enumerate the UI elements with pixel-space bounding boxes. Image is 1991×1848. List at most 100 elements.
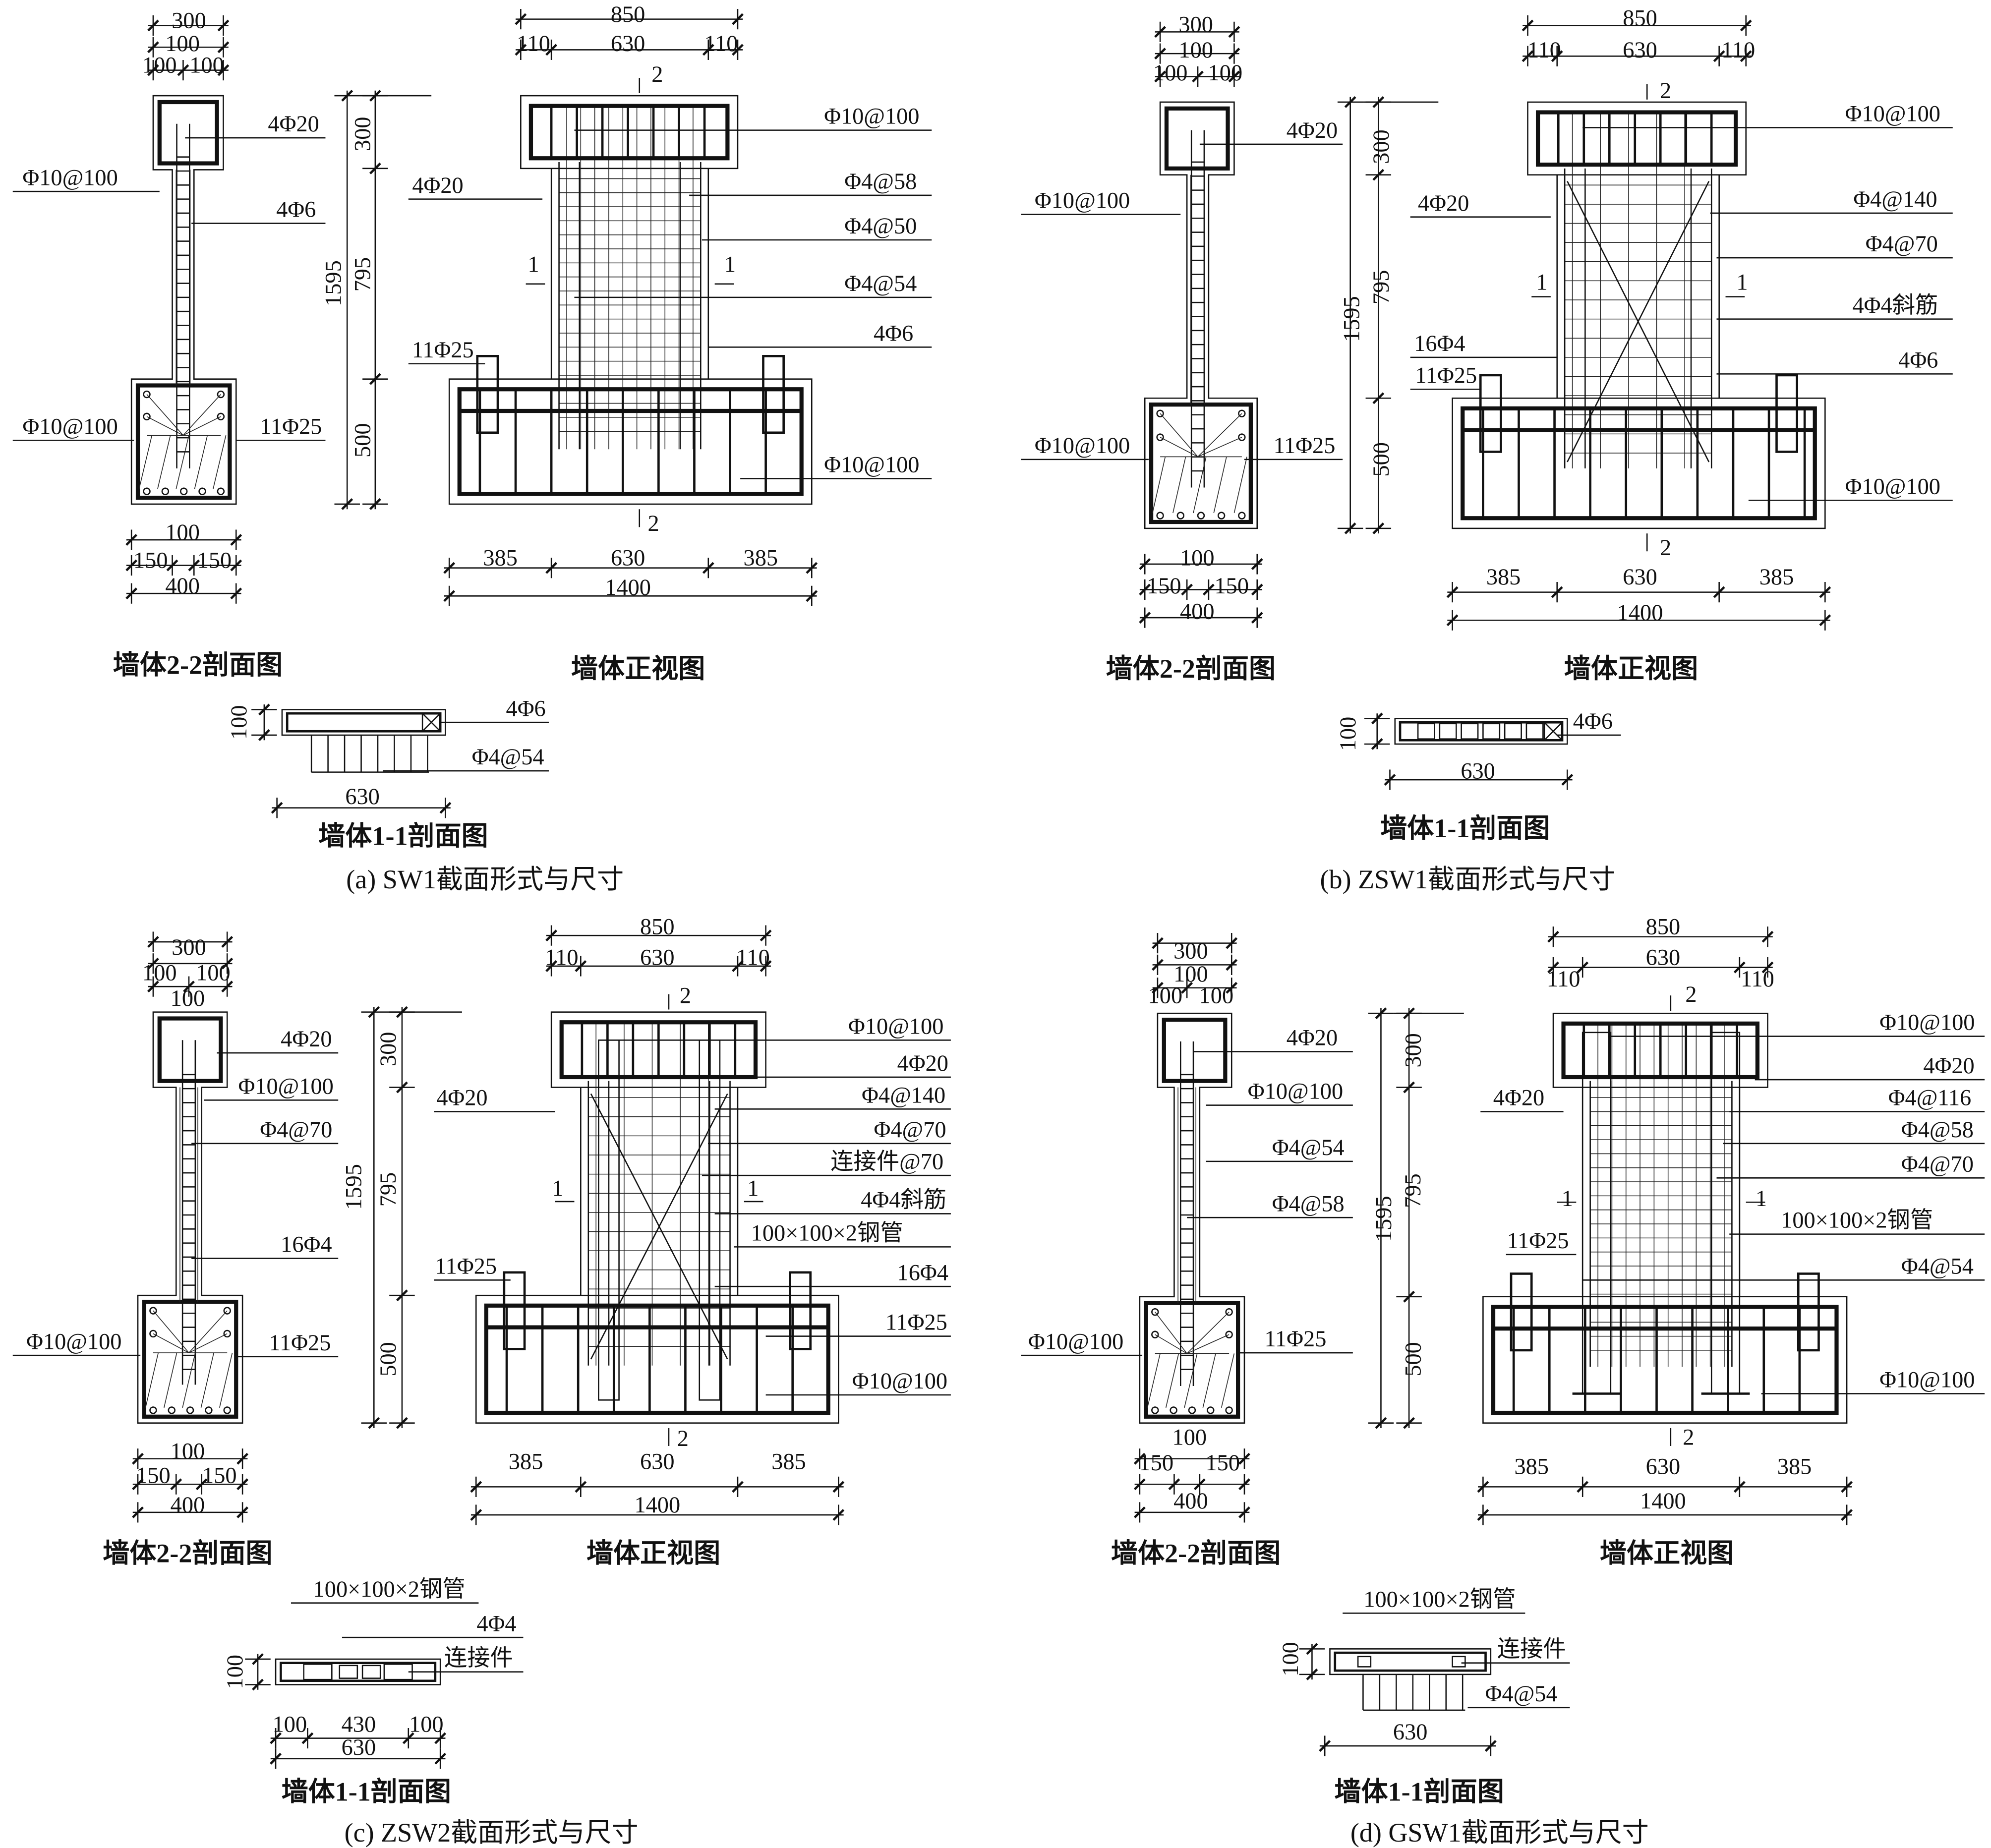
front-view-label: 1400 <box>1640 1489 1686 1514</box>
line <box>1561 774 1574 786</box>
section-2-2-label: Φ10@100 <box>22 414 117 439</box>
line <box>221 957 234 970</box>
line <box>1152 959 1164 971</box>
line <box>138 435 153 489</box>
section-2-2-label: 4Φ20 <box>1287 118 1338 143</box>
front-view-label: 385 <box>1514 1454 1548 1480</box>
front-view-label: 630 <box>611 546 645 571</box>
line <box>1226 937 1238 949</box>
line <box>236 1452 249 1465</box>
line <box>1139 558 1151 570</box>
front-view-label: 110 <box>1547 967 1581 992</box>
rebar-dot <box>217 412 225 421</box>
line <box>1306 1668 1318 1680</box>
line <box>188 1333 228 1353</box>
rebar-dot <box>1238 512 1246 520</box>
line <box>166 559 178 572</box>
front-view-label: 4Φ20 <box>897 1051 948 1076</box>
rebar-dot <box>1156 433 1164 441</box>
rebar-dot <box>149 1329 157 1338</box>
rebar-dot <box>223 1329 231 1338</box>
front-view-label: 1 <box>724 252 736 277</box>
front-view-label: 11Φ25 <box>1415 363 1477 388</box>
line <box>1155 1334 1187 1354</box>
front-view-label: 2 <box>651 62 663 87</box>
line <box>230 534 242 546</box>
rebar-dot <box>149 1406 157 1414</box>
line <box>515 44 527 56</box>
rebar-dot <box>217 487 225 495</box>
foundation-beam <box>1482 1296 1848 1424</box>
section-2-2-label: Φ10@100 <box>238 1074 333 1099</box>
line <box>1477 1509 1489 1521</box>
line <box>1226 982 1238 994</box>
line <box>1202 1353 1216 1408</box>
line <box>806 562 818 574</box>
section-1-1-label: 100 <box>227 705 252 740</box>
rebar-dot <box>1207 1406 1215 1414</box>
front-view-label: 1 <box>1736 270 1748 295</box>
rebar-dot <box>143 487 151 495</box>
front-view-label: Φ4@54 <box>844 271 917 296</box>
panel-caption: (a) SW1截面形式与尺寸 <box>346 865 624 894</box>
front-view-label: Φ4@58 <box>844 169 917 194</box>
section-2-2-label: 150 <box>1215 574 1249 599</box>
front-view-label: 1400 <box>605 575 651 600</box>
rebar-dot <box>1151 1330 1159 1338</box>
front-view-label: Φ4@54 <box>1901 1254 1974 1279</box>
front-view-label: 850 <box>611 2 645 27</box>
line <box>470 1509 482 1521</box>
line <box>732 1481 744 1493</box>
front-view-label: 795 <box>351 257 376 292</box>
front-view-label: 850 <box>640 915 674 940</box>
section-2-2-label: 400 <box>171 1493 205 1518</box>
section-1-1-label: 100 <box>1336 717 1361 751</box>
front-view-label: 385 <box>1759 565 1794 590</box>
front-view-label: 4Φ4斜筋 <box>861 1188 946 1213</box>
line <box>1544 722 1563 741</box>
line <box>200 1352 214 1408</box>
section-2-2-label: 100 <box>165 31 199 57</box>
front-view-label: 630 <box>640 945 674 970</box>
line <box>1192 70 1204 83</box>
line <box>1152 982 1164 994</box>
front-view-label: 500 <box>376 1342 401 1377</box>
rebar-dot <box>143 390 151 399</box>
foundation-beam <box>475 1294 839 1424</box>
line <box>132 1506 144 1518</box>
front-view-label: 1 <box>1536 270 1547 295</box>
line <box>147 957 159 970</box>
front-view-label: Φ4@140 <box>862 1083 945 1108</box>
front-view-label: 100×100×2钢管 <box>751 1220 903 1246</box>
line <box>183 981 195 993</box>
section-2-2-label: 4Φ20 <box>268 112 319 137</box>
rebar-dot <box>149 1307 157 1315</box>
front-view-label: 连接件@70 <box>830 1149 943 1174</box>
section-2-2-label: Φ4@58 <box>1272 1191 1345 1216</box>
line <box>1384 774 1396 786</box>
line <box>732 960 744 972</box>
top-beam <box>550 1011 766 1088</box>
front-view-label: 1 <box>747 1176 759 1201</box>
line <box>182 1352 196 1408</box>
line <box>1841 1481 1853 1493</box>
section-1-1-label: 4Φ6 <box>1573 709 1613 734</box>
front-view-label: Φ10@100 <box>824 104 919 129</box>
line <box>270 1732 282 1744</box>
line <box>1184 1353 1198 1408</box>
cell <box>339 1665 358 1679</box>
section-1-1-title: 墙体1-1剖面图 <box>318 821 488 851</box>
stirrup <box>1144 1301 1240 1419</box>
line <box>1372 522 1385 534</box>
section-2-2-label: 100 <box>1173 962 1208 987</box>
line <box>732 44 744 56</box>
line <box>146 416 183 436</box>
top-beam <box>1552 1012 1768 1088</box>
front-view-label: Φ4@116 <box>1888 1086 1971 1111</box>
line <box>258 729 270 741</box>
section-1-1-label: Φ4@54 <box>1485 1681 1558 1707</box>
section-outline <box>137 1011 243 1424</box>
